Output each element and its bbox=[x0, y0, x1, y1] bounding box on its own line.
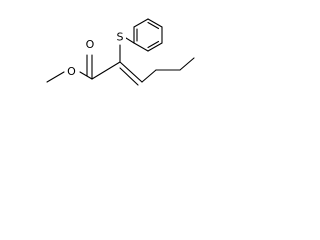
alkene-double-bond-a bbox=[119, 61, 143, 83]
chemical-structure-diagram: O O S bbox=[46, 18, 195, 86]
phenyl-inner-bond-2 bbox=[147, 40, 160, 49]
ester-oxygen-carbonyl-bond bbox=[79, 71, 93, 80]
carbonyl-alpha-carbon-bond bbox=[91, 61, 121, 80]
phenyl-inner-bond-3 bbox=[147, 21, 160, 30]
ester-oxygen-label: O bbox=[67, 65, 76, 78]
sulfur-label: S bbox=[117, 31, 124, 44]
methyl-ester-oxygen-bond bbox=[46, 71, 65, 83]
ester-oxygen-atom: O bbox=[65, 65, 78, 78]
phenyl-ring-bond-4 bbox=[147, 18, 163, 28]
phenyl-ring-bond-2 bbox=[147, 42, 163, 52]
phenyl-ring-bond-5 bbox=[133, 18, 149, 28]
carbonyl-oxygen-atom: O bbox=[84, 38, 96, 51]
propyl-bond-1 bbox=[141, 69, 157, 83]
alkene-double-bond-b bbox=[119, 67, 139, 86]
propyl-bond-3 bbox=[179, 57, 195, 71]
sulfur-phenyl-bond bbox=[125, 37, 135, 44]
sulfur-atom: S bbox=[114, 30, 126, 44]
carbonyl-oxygen-label: O bbox=[86, 38, 95, 51]
phenyl-ring-bond-1 bbox=[133, 42, 149, 52]
